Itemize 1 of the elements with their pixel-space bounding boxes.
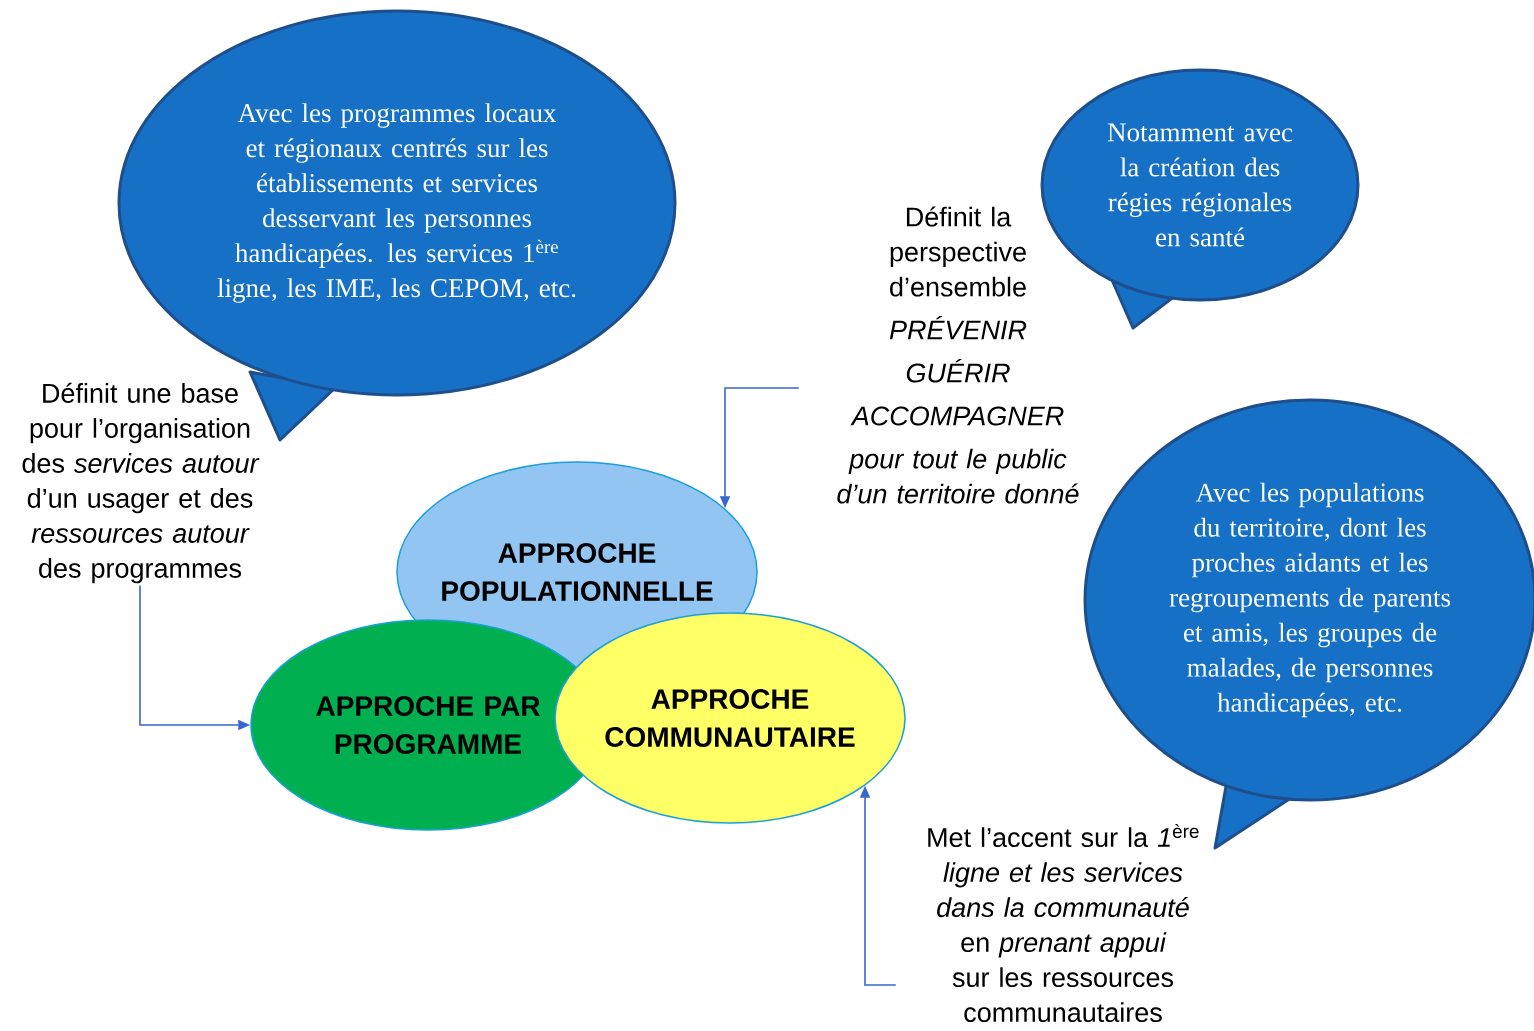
speech-bubble: Notamment avec la création des régies régionales en santé [1040,68,1360,330]
